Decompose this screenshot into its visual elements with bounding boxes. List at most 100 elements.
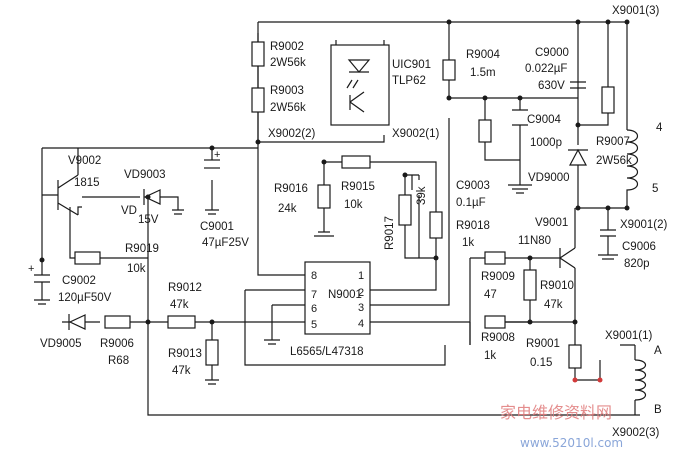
resistor-r9013 [205, 339, 219, 366]
label-vd9003: VD9003 [124, 169, 166, 181]
value-r9013: 47k [172, 365, 191, 377]
capacitor-c9006 [600, 229, 616, 255]
label-r9009: R9009 [481, 271, 515, 283]
label-uic901: UIC901 [392, 59, 431, 71]
value-c9002: 120µF50V [58, 292, 112, 304]
label-r9002: R9002 [270, 41, 304, 53]
label-c9000: C9000 [535, 47, 569, 59]
label-c9003: C9003 [456, 180, 490, 192]
label-c9004: C9004 [527, 114, 561, 126]
label-r9010: R9010 [540, 280, 574, 292]
resistor-r9016 [317, 184, 331, 209]
label-v9001: V9001 [535, 217, 568, 229]
label-ic-part: L6565/L47318 [290, 346, 364, 358]
label-coil-pin-4: 4 [656, 122, 663, 134]
label-x9001-1: X9001(1) [605, 330, 652, 342]
label-coil-b: B [654, 404, 662, 416]
label-c9001: C9001 [200, 221, 234, 233]
value-r9009: 47 [484, 289, 497, 301]
label-n9001: N9001 [328, 289, 362, 301]
diode-vd9000 [568, 148, 588, 166]
value-v9001: 11N80 [518, 235, 551, 247]
value-r9008: 1k [484, 350, 496, 362]
label-coil-a: A [654, 345, 662, 357]
label-r9006: R9006 [100, 338, 134, 350]
label-r9017: R9017 [384, 216, 396, 250]
label-vd: VD [121, 205, 137, 217]
label-r9015: R9015 [341, 181, 375, 193]
value-r9016: 24k [278, 203, 297, 215]
value-c9006: 820p [624, 258, 650, 270]
ic-pin-4: 4 [358, 318, 364, 330]
resistor-r9007 [601, 86, 615, 114]
label-r9003: R9003 [270, 85, 304, 97]
capacitor-c9004 [512, 109, 528, 126]
label-r9004: R9004 [466, 49, 500, 61]
diode-vd9003 [143, 189, 161, 205]
value-r9006: R68 [108, 355, 129, 367]
label-x9002-1: X9002(1) [392, 128, 439, 140]
transistor-v9002 [42, 148, 82, 216]
label-x9001-3: X9001(3) [612, 5, 659, 17]
transformer-aux-coil [634, 359, 647, 401]
value-r9019: 10k [127, 263, 146, 275]
capacitor-c9000 [570, 81, 586, 89]
ic-pin-1: 1 [358, 270, 364, 282]
value-c9001: 47µF25V [202, 237, 249, 249]
label-x9001-2: X9001(2) [620, 219, 667, 231]
label-r9018: R9018 [456, 220, 490, 232]
label-r9001: R9001 [526, 338, 560, 350]
resistor-r9004 [442, 59, 456, 81]
value-r9017: 39k [416, 186, 428, 205]
ic-pin-2: 2 [358, 287, 364, 299]
resistor-r9018 [429, 211, 443, 239]
watermark-url: www.52010l.com [520, 436, 623, 450]
value-r9002: 2W56k [270, 57, 306, 69]
value-c9004: 1000p [530, 137, 562, 149]
resistor-r9002 [251, 41, 265, 67]
label-r9013: R9013 [168, 348, 202, 360]
value-r9015: 10k [344, 199, 363, 211]
value-uic901: TLP62 [392, 75, 426, 87]
optocoupler-uic901 [330, 44, 390, 126]
label-c9002: C9002 [62, 275, 96, 287]
value-c9003: 0.1µF [456, 197, 486, 209]
ic-pin-7: 7 [311, 289, 317, 301]
label-coil-pin-5: 5 [652, 183, 658, 195]
label-r9016: R9016 [274, 183, 308, 195]
junction-dots [39, 19, 630, 383]
ground-symbols [34, 184, 618, 385]
label-vd9005: VD9005 [40, 338, 82, 350]
label-v9002: V9002 [68, 155, 101, 167]
resistor-r9012 [167, 315, 196, 329]
value-r9004: 1.5m [470, 67, 496, 79]
label-r9019: R9019 [125, 243, 159, 255]
label-r9008: R9008 [481, 332, 515, 344]
ic-pin-8: 8 [311, 270, 317, 282]
value-c9000-capacitance: 0.022µF [525, 63, 567, 75]
label-c9006: C9006 [622, 241, 656, 253]
value-v9002: 1815 [74, 177, 100, 189]
transformer-primary-coil [626, 129, 639, 208]
value-r9012: 47k [170, 299, 189, 311]
resistor-r9019 [74, 251, 101, 265]
svg-text:+: + [214, 149, 220, 161]
resistor-r9003 [251, 87, 265, 113]
wires [41, 21, 640, 416]
label-r9007: R9007 [596, 136, 630, 148]
capacitor-c9001: + [204, 149, 220, 169]
capacitor-c9002: + [28, 263, 50, 283]
svg-text:+: + [28, 263, 34, 275]
value-r9010: 47k [544, 299, 563, 311]
ic-n9001 [304, 261, 371, 335]
resistor-r9015 [341, 155, 371, 169]
resistor-r9010 [523, 269, 537, 301]
label-r9012: R9012 [168, 282, 202, 294]
value-r9018: 1k [462, 237, 474, 249]
ic-pin-3: 3 [358, 302, 364, 314]
watermark-text: 家电维修资料网 [500, 403, 612, 422]
resistor-r9001 [568, 344, 582, 369]
label-x9002-3: X9002(3) [612, 427, 659, 439]
value-r9007: 2W56k [596, 155, 632, 167]
